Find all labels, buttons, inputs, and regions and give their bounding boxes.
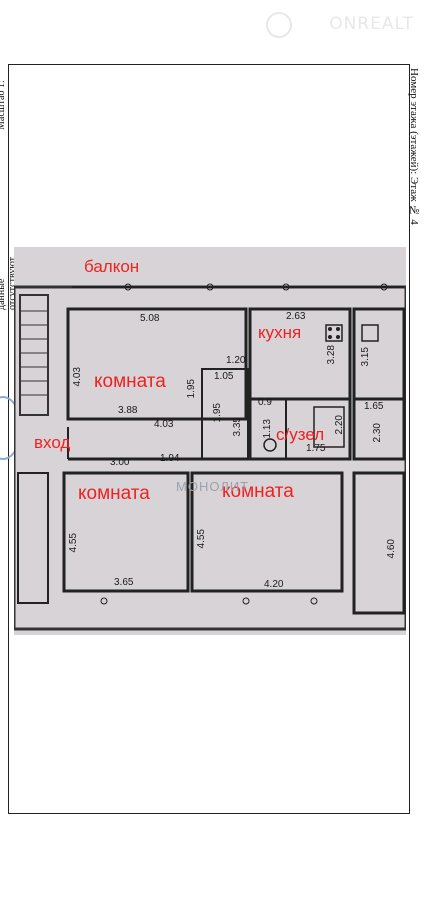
dim-kitchen-height: 3.28 [326, 345, 337, 365]
dim-door: 1.94 [160, 453, 180, 464]
dim-top-room-bottom: 3.88 [118, 405, 138, 416]
dim-right-room-width: 4.20 [264, 579, 284, 590]
dim-hall-d: 1.95 [212, 403, 223, 423]
dim-far-right: 4.60 [386, 539, 397, 559]
dim-left-room-height: 4.55 [68, 533, 79, 553]
dim-right-d: 1.65 [364, 401, 384, 412]
dim-hall-a: 1.20 [226, 355, 246, 366]
scale-label: Масштаб 1: [0, 80, 7, 130]
dim-top-room-width: 5.08 [140, 313, 160, 324]
label-room-left: комната [78, 483, 150, 504]
label-kitchen: кухня [258, 323, 302, 342]
dim-left-room-width: 3.65 [114, 577, 134, 588]
label-room-right: комната [222, 481, 294, 502]
watermark-text: ONREALT [329, 14, 414, 34]
dim-bath-b: 1.13 [262, 419, 273, 439]
label-entrance: вход [34, 433, 71, 452]
dim-hall-f: 4.03 [154, 419, 174, 430]
dim-kitchen-width: 2.63 [286, 311, 306, 322]
floor-plan: балкон кухня комната вход с/узел комната… [14, 247, 406, 635]
dim-hall-b: 1.95 [186, 379, 197, 399]
dim-hall-c: 1.05 [214, 371, 234, 382]
dim-top-room-height: 4.03 [72, 367, 83, 387]
dim-corridor: 3.00 [110, 457, 130, 468]
watermark-logo-icon [266, 12, 292, 38]
brand-watermark: МОНОЛИТ [176, 479, 250, 494]
dim-hall-e: 3.35 [232, 417, 243, 437]
dim-bath-c: 2.20 [334, 415, 345, 435]
label-bathroom: с/узел [276, 425, 325, 444]
floor-header: Номер этажа (этажей): Этаж № 4 [408, 68, 420, 225]
dim-bath-d: 1.75 [306, 443, 326, 454]
watermark: ONREALT [329, 14, 414, 34]
dim-right-room-height: 4.55 [196, 529, 207, 549]
dim-right-c: 2.30 [372, 423, 383, 443]
label-balcony: балкон [84, 257, 140, 276]
floor-plan-drawing [14, 283, 406, 631]
dim-right-small: 3.15 [360, 347, 371, 367]
dim-bath-a: 0.9 [258, 397, 272, 408]
data-note: данные отсутствуют [0, 256, 18, 310]
label-room-top: комната [94, 371, 166, 392]
